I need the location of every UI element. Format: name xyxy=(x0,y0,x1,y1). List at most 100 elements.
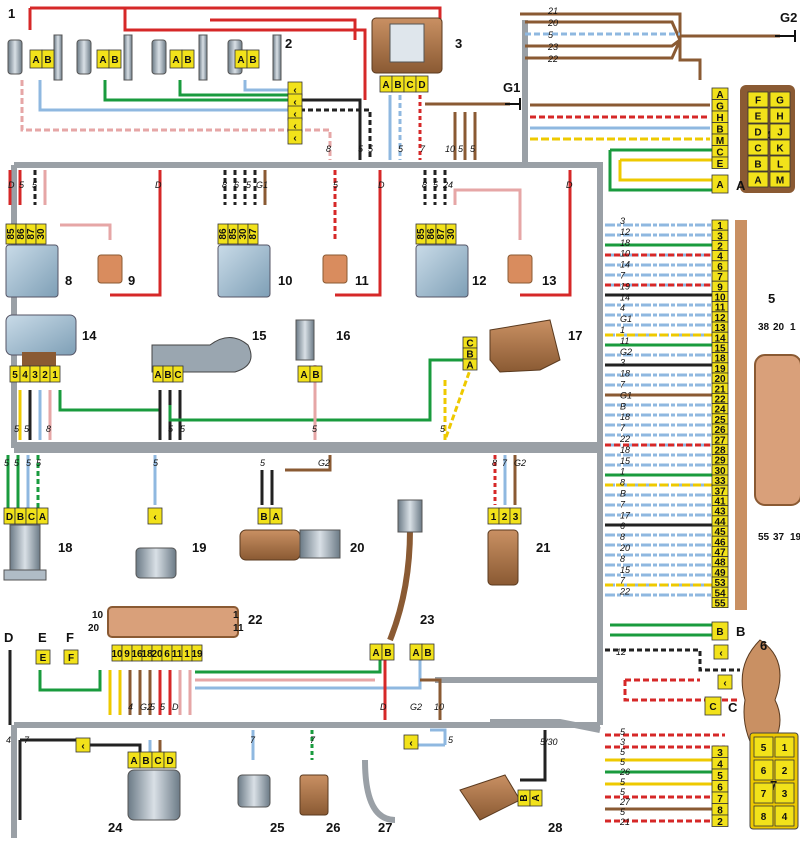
diag-face-1: G xyxy=(769,91,791,108)
svg-text:26: 26 xyxy=(714,425,726,436)
ecu22-pins-8: 19 xyxy=(191,644,203,662)
fuse7-pins-0: 3 xyxy=(711,745,729,759)
injector-pins-0-1: B xyxy=(41,49,55,69)
svg-text:B: B xyxy=(716,627,723,638)
svg-text:85: 85 xyxy=(228,228,239,240)
wire-misc-24: 7 xyxy=(502,458,508,468)
wire-misc-21: 5 xyxy=(260,458,266,468)
ecu22-pins-0: 10 xyxy=(111,644,123,662)
svg-text:C: C xyxy=(154,756,161,767)
svg-text:A: A xyxy=(382,80,389,91)
svg-text:10: 10 xyxy=(111,649,123,660)
ecu-wire-18: 18 xyxy=(620,412,630,422)
ecu-wire-23: 1 xyxy=(620,467,625,477)
wire-misc-8: 22 xyxy=(547,54,558,64)
speed-sensor xyxy=(487,529,519,586)
fuse7-pins-3: 6 xyxy=(711,780,729,793)
component-number-18: 18 xyxy=(58,540,72,555)
wire-misc-23: 8 xyxy=(492,458,497,468)
svg-text:4: 4 xyxy=(717,252,723,263)
fuse-face-0: 5 xyxy=(753,736,774,758)
marker-f-box: F xyxy=(63,649,79,665)
inline-connector-1: ‹ xyxy=(287,93,303,109)
svg-text:E: E xyxy=(755,112,762,123)
wire-misc-4: 21 xyxy=(547,6,558,16)
svg-text:3: 3 xyxy=(32,370,38,381)
diag-face-3: H xyxy=(769,107,791,124)
component-number-23: 23 xyxy=(420,612,434,627)
wires xyxy=(6,6,780,823)
wire-misc-36: 7 xyxy=(24,735,30,745)
diag-face-7: K xyxy=(769,139,791,156)
fuse-13 xyxy=(507,254,533,284)
pump-pins-2: C xyxy=(151,751,165,769)
svg-text:30: 30 xyxy=(238,228,249,240)
inline-connector-8: ‹ xyxy=(403,734,419,750)
fuse-11 xyxy=(322,254,348,284)
svg-text:5: 5 xyxy=(717,771,723,782)
svg-text:D: D xyxy=(6,512,13,523)
svg-text:B: B xyxy=(17,512,24,523)
ecu-face-label-3: 55 xyxy=(758,532,770,543)
fuse7-pins-1: 4 xyxy=(711,757,729,770)
wire-misc-2: D xyxy=(378,180,385,190)
ecu-wire-12: G2 xyxy=(620,347,632,357)
ecu-wire-10: 1 xyxy=(620,325,625,335)
ecu-pins-37: 55 xyxy=(711,597,729,610)
svg-text:B: B xyxy=(394,80,401,91)
wire-misc-27: G2 xyxy=(140,702,152,712)
svg-text:A: A xyxy=(39,512,46,523)
svg-text:H: H xyxy=(776,112,783,123)
svg-text:2: 2 xyxy=(717,817,723,828)
svg-text:B: B xyxy=(716,124,723,135)
fuse7-pins-6: 2 xyxy=(711,814,729,828)
sensor-27 xyxy=(362,759,396,823)
component-number-19: 19 xyxy=(192,540,206,555)
wire-misc-35: 4 xyxy=(6,735,11,745)
svg-text:12: 12 xyxy=(714,313,726,324)
mass-air-flow-sensor xyxy=(5,314,77,356)
component-number-1: 1 xyxy=(8,6,15,21)
svg-text:A: A xyxy=(716,180,723,191)
svg-text:6: 6 xyxy=(717,782,723,793)
svg-text:3: 3 xyxy=(717,231,723,242)
svg-text:B: B xyxy=(249,55,256,66)
diag-connector-pins-3: B xyxy=(711,122,729,135)
ecu-wire-29: 8 xyxy=(620,532,625,542)
svg-text:30: 30 xyxy=(714,466,726,477)
svg-text:H: H xyxy=(716,113,723,124)
fuse7-pins-4: 7 xyxy=(711,791,729,805)
wire-top-3: 5 xyxy=(398,144,404,154)
svg-text:C: C xyxy=(174,370,181,381)
harness-buses xyxy=(11,20,603,838)
lambda-pins-a-1: B xyxy=(381,643,395,661)
svg-text:86: 86 xyxy=(218,228,229,240)
knock-pin: ‹ xyxy=(147,507,163,525)
svg-text:46: 46 xyxy=(714,537,726,548)
svg-text:86: 86 xyxy=(426,228,437,240)
ecu-wire-17: B xyxy=(620,401,626,411)
svg-text:A: A xyxy=(300,370,307,381)
idle-valve-pins-3: A xyxy=(36,507,49,525)
fuse-face-3: 2 xyxy=(774,759,795,781)
diag-face-8: B xyxy=(747,155,769,172)
diag-connector-pins-5: C xyxy=(711,145,729,158)
ecu-face-label-2: 1 xyxy=(790,322,796,333)
crankshaft-sensor xyxy=(239,529,301,561)
wire-relay8-1: 5 xyxy=(19,180,25,190)
coolant16-pins-0: A xyxy=(297,365,311,383)
knock-sensor xyxy=(135,547,177,579)
ecu-wire-3: 10 xyxy=(620,249,630,259)
svg-text:B: B xyxy=(184,55,191,66)
svg-text:44: 44 xyxy=(714,517,726,528)
ecu-wire-20: 22 xyxy=(619,434,630,444)
svg-text:9: 9 xyxy=(717,282,723,293)
ignition-module-pins-0: A xyxy=(379,75,393,93)
svg-text:37: 37 xyxy=(714,486,726,497)
fuse7-wire-6: 5 xyxy=(620,787,626,797)
diag-face-5: J xyxy=(769,123,791,140)
svg-text:2: 2 xyxy=(42,370,48,381)
svg-text:B: B xyxy=(142,756,149,767)
tps-pins-0: A xyxy=(152,365,164,383)
